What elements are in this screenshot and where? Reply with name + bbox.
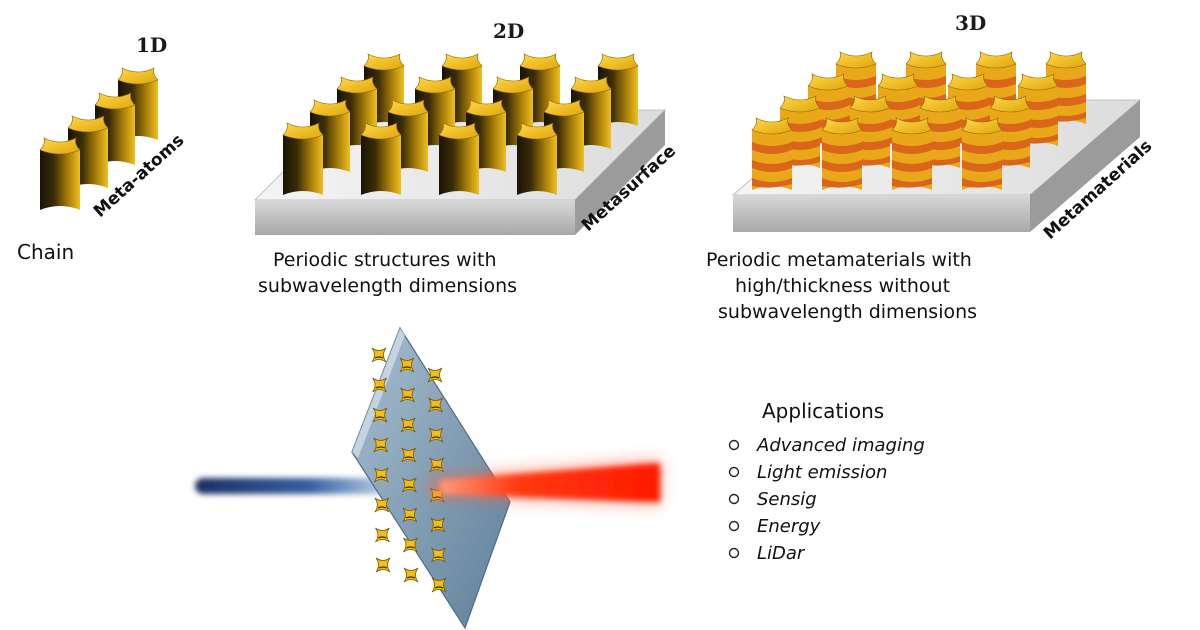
plate-meta-atom <box>400 417 416 433</box>
application-item: Light emission <box>757 462 887 483</box>
circle-bullet-icon <box>728 547 740 559</box>
plate-meta-atom <box>374 497 390 513</box>
plate-meta-atom <box>402 507 418 523</box>
plate-meta-atom <box>371 347 387 363</box>
meta-atom <box>39 137 81 211</box>
incident-blue-beam <box>195 478 385 494</box>
substrate-side <box>575 110 665 235</box>
plate-meta-atom <box>430 517 446 533</box>
plate-meta-atom <box>372 407 388 423</box>
plate-meta-atom <box>373 437 389 453</box>
metasurface-2d <box>254 53 666 235</box>
caption-2d-line2: subwavelength dimensions <box>258 275 517 297</box>
plate-meta-atom <box>402 537 419 553</box>
substrate-side-3d <box>1030 100 1140 232</box>
plate-meta-atom <box>375 557 391 573</box>
application-item: Advanced imaging <box>756 435 925 456</box>
application-item: Energy <box>757 516 821 537</box>
plate-meta-atom <box>427 397 444 413</box>
meta-atom-2d <box>438 122 480 196</box>
applications-title: Applications <box>762 399 884 423</box>
plate-meta-atom <box>373 467 389 483</box>
plate-meta-atom <box>371 377 388 393</box>
plate-meta-atom <box>427 367 443 383</box>
application-item: LiDar <box>757 543 806 564</box>
label-3d: 3D <box>955 11 986 35</box>
application-item: Sensig <box>757 489 817 510</box>
circle-bullet-icon <box>728 520 740 532</box>
caption-3d-line2: high/thickness without <box>735 275 950 297</box>
plate-meta-atom <box>401 447 417 463</box>
transmitted-red-beam <box>440 463 660 502</box>
meta-atom-2d <box>360 122 402 196</box>
meta-atom-3d <box>891 117 933 191</box>
meta-atom-2d <box>282 122 324 196</box>
chain-1d <box>39 67 159 211</box>
circle-bullet-icon <box>728 439 740 451</box>
caption-3d-line1: Periodic metamaterials with <box>706 249 972 271</box>
plate-meta-atom <box>399 387 416 403</box>
label-1d: 1D <box>136 33 167 57</box>
label-2d: 2D <box>493 19 524 43</box>
plate-meta-atom <box>401 477 417 493</box>
plate-meta-atom <box>431 577 447 593</box>
substrate-front <box>255 200 575 235</box>
substrate-front-3d <box>733 195 1030 232</box>
meta-atom-3d <box>961 117 1003 191</box>
plate-meta-atom <box>403 567 419 583</box>
label-chain: Chain <box>17 240 74 264</box>
plate-edge <box>352 328 405 458</box>
plate-meta-atom <box>430 547 447 563</box>
beam-illustration <box>195 326 660 630</box>
caption-2d-line1: Periodic structures with <box>273 249 496 271</box>
meta-atom-2d <box>516 122 558 196</box>
plate-meta-atom <box>399 357 415 373</box>
metamaterial-3d <box>731 51 1142 232</box>
plate-meta-atom <box>374 527 391 543</box>
meta-atom-3d <box>821 117 863 191</box>
plate-meta-atom <box>428 427 444 443</box>
circle-bullet-icon <box>728 466 740 478</box>
meta-atom-3d <box>751 117 793 191</box>
plate-meta-atom <box>429 457 445 473</box>
caption-3d-line3: subwavelength dimensions <box>718 301 977 323</box>
circle-bullet-icon <box>728 493 740 505</box>
applications-list: Applications Advanced imaging Light emis… <box>728 399 925 564</box>
